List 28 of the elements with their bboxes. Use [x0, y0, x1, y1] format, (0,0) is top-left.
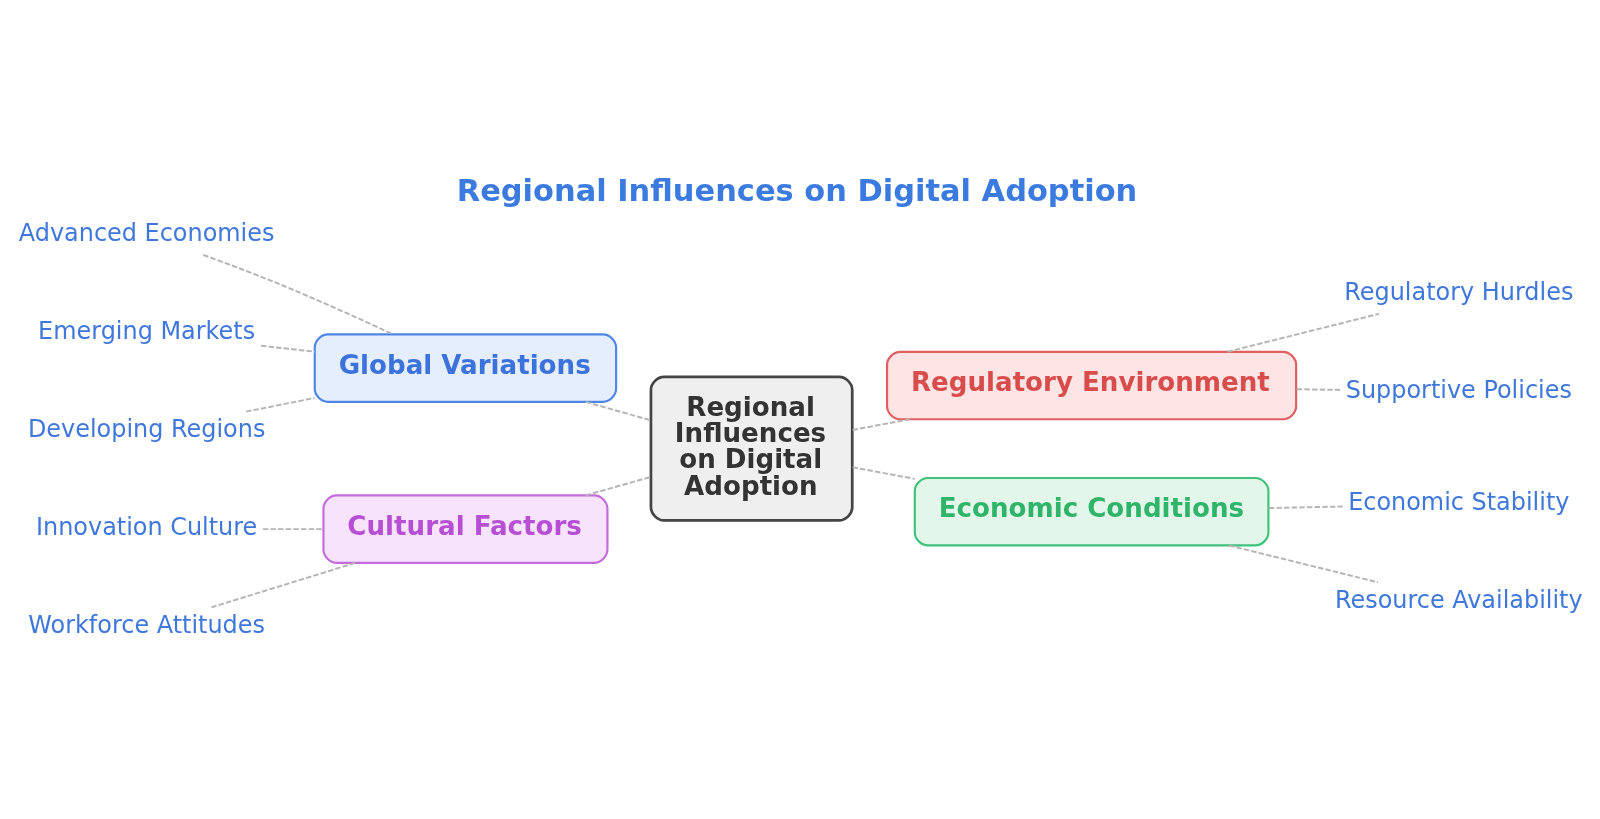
node-box: Cultural Factors — [322, 493, 609, 564]
node-text: Advanced Economies — [18, 218, 275, 247]
node-text: Workforce Attitudes — [28, 610, 265, 639]
diagram-title: Regional Influences on Digital Adoption — [456, 172, 1138, 208]
node-box: Regional Influences on Digital Adoption — [649, 374, 854, 522]
connector — [851, 465, 916, 480]
node-box: Regulatory Environment — [885, 350, 1298, 420]
node-text: Developing Regions — [27, 414, 266, 443]
connector — [260, 344, 316, 353]
connector — [584, 475, 652, 496]
connector — [1267, 505, 1344, 509]
connector — [1226, 312, 1380, 353]
node-text: Supportive Policies — [1345, 375, 1572, 404]
connector — [210, 561, 357, 608]
connector — [245, 396, 316, 413]
node-box: Global Variations — [313, 332, 618, 403]
connector — [1295, 387, 1342, 391]
connector — [584, 400, 652, 421]
connector — [1228, 544, 1380, 583]
connector — [261, 527, 325, 530]
node-text: Regulatory Hurdles — [1344, 277, 1574, 306]
node-text: Emerging Markets — [38, 316, 256, 345]
connector — [202, 253, 395, 335]
node-text: Economic Stability — [1348, 487, 1570, 516]
connector — [851, 417, 911, 431]
node-box: Economic Conditions — [913, 476, 1270, 547]
node-text: Innovation Culture — [35, 512, 258, 541]
node-text: Resource Availability — [1334, 585, 1583, 614]
